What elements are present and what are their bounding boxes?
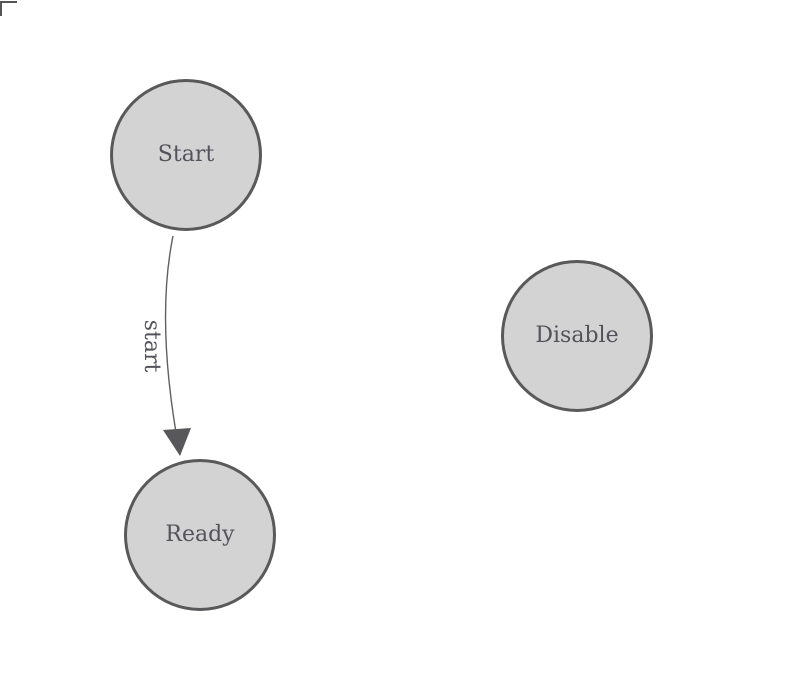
transition-edge-label[interactable]: start [139,319,164,373]
state-node-ready[interactable]: Ready [124,459,276,611]
state-node-disable[interactable]: Disable [501,260,653,412]
transition-edge-start-to-ready[interactable] [164,235,181,456]
transition-arrowhead [163,428,191,456]
canvas-origin-corner-mark [0,1,17,16]
state-node-start[interactable]: Start [110,79,262,231]
state-node-start-label: Start [157,142,215,167]
state-node-ready-label: Ready [165,522,235,547]
state-node-disable-label: Disable [535,323,619,348]
